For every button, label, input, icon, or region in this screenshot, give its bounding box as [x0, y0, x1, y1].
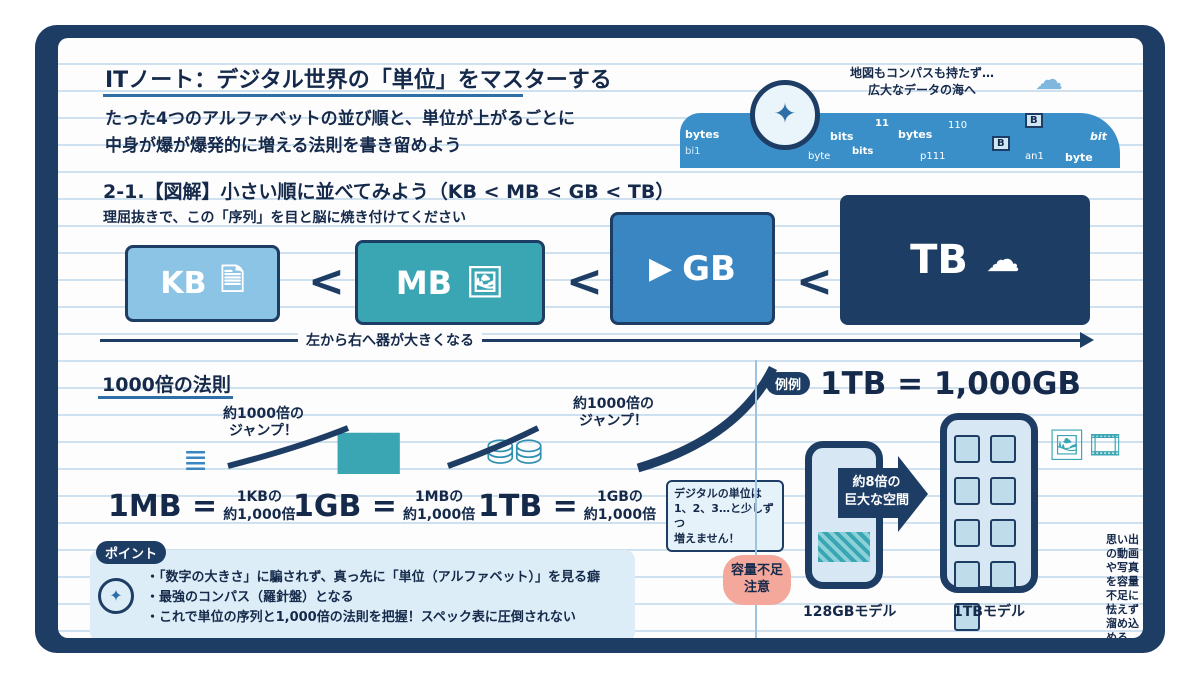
sea-word: 11	[875, 118, 889, 129]
unit-card-kb: KB🗎	[125, 245, 280, 322]
document-icon: 🗎	[220, 263, 245, 298]
phone-small-label: 128GBモデル	[803, 604, 897, 620]
sea-word: bits	[852, 146, 874, 157]
point-box	[90, 550, 635, 638]
byte-block-icon: B	[1025, 113, 1043, 128]
compass-icon: ✦	[98, 578, 134, 614]
sea-word: bytes	[898, 128, 933, 141]
sea-word: byte	[808, 151, 831, 162]
sea-word: bits	[830, 130, 854, 143]
growth-arrow	[838, 468, 898, 518]
growth-arrow-label: 約8倍の巨大な空間	[844, 475, 910, 508]
equation-gb: 1GB =1MBの約1,000倍	[293, 488, 476, 524]
arrow-head-icon	[1080, 332, 1094, 348]
data-sea-illustration: ✦ 地図もコンパスも持たず…広大なデータの海へ ☁ bytes bi1 bits…	[680, 58, 1120, 168]
app-icon	[954, 561, 980, 589]
subtitle-line: 中身が爆が爆発的に増える法則を書き留めよう	[105, 136, 462, 156]
column-divider	[755, 360, 757, 638]
app-icon	[990, 519, 1016, 547]
equation-tb: 1TB =1GBの約1,000倍	[478, 488, 657, 524]
page-title: ITノート：デジタル世界の「単位」をマスターする	[105, 68, 612, 93]
photo-video-icon: 🖼🎞	[1048, 428, 1125, 463]
title-underline	[103, 94, 523, 97]
app-icon	[990, 435, 1016, 463]
jump-arrow	[446, 425, 540, 469]
section-heading: 2-1.【図解】小さい順に並べてみよう（KB < MB < GB < TB）	[103, 181, 675, 203]
less-than-sign: <	[308, 256, 345, 307]
app-icon	[990, 561, 1016, 589]
byte-block-icon: B	[992, 136, 1010, 151]
jump-label: 約1000倍のジャンプ！	[223, 406, 304, 439]
sea-word: bytes	[685, 128, 720, 141]
folder-pile-icon: ▇▇	[338, 428, 400, 474]
example-note: 思い出の動画や写真を容量不足に怯えず溜め込める	[1106, 533, 1139, 638]
phone-1tb	[940, 413, 1038, 631]
jump-arrows	[227, 365, 778, 473]
example-tag: 例例	[766, 372, 811, 395]
sea-word: an1	[1025, 151, 1044, 162]
growth-arrow-head	[898, 456, 928, 532]
sea-word: bi1	[685, 146, 701, 157]
less-than-sign: <	[566, 256, 603, 307]
equation-mb: 1MB =1KBの約1,000倍	[108, 488, 296, 524]
point-item: ・これで単位の序列と1,000倍の法則を把握！スペック表に圧倒されない	[146, 610, 576, 625]
less-than-sign: <	[796, 256, 833, 307]
hero-caption: 地図もコンパスも持たず…広大なデータの海へ	[850, 66, 995, 97]
app-icon	[954, 519, 980, 547]
sea-word: bit	[1090, 130, 1107, 143]
section-subheading: 理屈抜きで、この「序列」を目と脳に焼き付けてください	[103, 210, 467, 226]
law-heading: 1000倍の法則	[102, 374, 231, 396]
phone-large-label: 1TBモデル	[953, 604, 1025, 620]
unit-card-gb: ▶GB	[610, 212, 775, 325]
subtitle: たった4つのアルファベットの並び順と、単位が上がるごとに 中身が爆が爆発的に増え…	[105, 106, 575, 160]
point-tag: ポイント	[96, 541, 167, 564]
point-list: ・「数字の大きさ」に騙されず、真っ先に「単位（アルファベット）」を見る癖 ・最強…	[146, 568, 600, 628]
size-arrow-line	[100, 339, 1090, 342]
app-icon	[990, 477, 1016, 505]
example-headline: 1TB = 1,000GB	[820, 366, 1082, 402]
unit-card-mb: MB🖼	[355, 240, 545, 325]
notebook-page: ITノート：デジタル世界の「単位」をマスターする たった4つのアルファベットの並…	[58, 38, 1143, 638]
sea-word: p111	[920, 151, 946, 162]
law-underline	[98, 396, 233, 399]
storage-fill	[818, 532, 870, 562]
compass-icon: ✦	[750, 80, 820, 150]
unit-card-tb: TB☁	[840, 195, 1090, 325]
video-icon: ▶	[649, 251, 673, 286]
app-icon	[954, 603, 980, 631]
jump-arrow	[227, 425, 350, 469]
jump-label: 約1000倍のジャンプ！	[573, 396, 654, 429]
stacked-layers-icon: ≣	[183, 443, 209, 478]
size-arrow-label: 左から右へ器が大きくなる	[298, 330, 482, 350]
point-item: ・「数字の大きさ」に騙されず、真っ先に「単位（アルファベット）」を見る癖	[146, 570, 600, 585]
server-cloud-icon: ☁	[985, 240, 1020, 280]
sea-word: byte	[1065, 151, 1093, 164]
cloud-icon: ☁	[1035, 63, 1063, 96]
capacity-warning-badge: 容量不足注意	[723, 555, 791, 605]
app-icon	[954, 477, 980, 505]
sea-word: 110	[948, 120, 968, 131]
app-icon	[954, 435, 980, 463]
point-item: ・最強のコンパス（羅針盤）となる	[146, 590, 354, 605]
image-icon: 🖼	[466, 265, 505, 300]
big-jump-arrow	[636, 365, 778, 473]
subtitle-line: たった4つのアルファベットの並び順と、単位が上がるごとに	[105, 109, 575, 129]
